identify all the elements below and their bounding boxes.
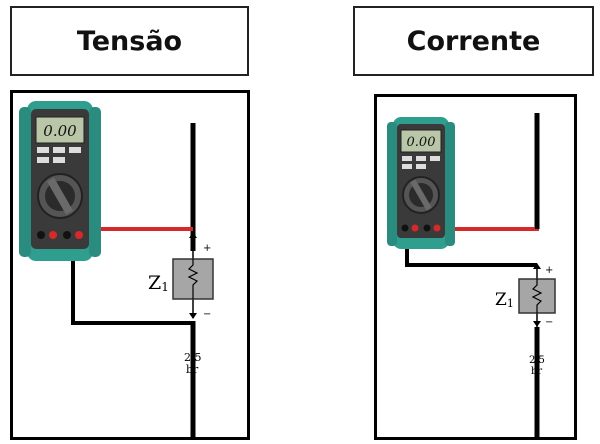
title-tensao: Tensão (10, 6, 249, 76)
red-probe-wire (449, 113, 539, 231)
plus-sign: + (203, 243, 211, 254)
plus-sign: + (545, 265, 553, 276)
black-probe-wire (71, 233, 193, 325)
lcd-screen (35, 116, 85, 144)
multimeter: 0.00 (19, 101, 101, 261)
wire-gauge-unit: br (186, 363, 199, 376)
panel-corrente: + − Z1 2,5 br 0.00 (374, 94, 577, 440)
minus-sign: − (203, 309, 211, 320)
component-label: Z1 (148, 272, 169, 294)
voltage-circuit-diagram: + − Z1 2,5 br 0.00 (19, 101, 214, 438)
minus-sign: − (545, 317, 553, 328)
lcd-display: 0.00 (43, 122, 77, 140)
wire-gauge-value: 2,5 (529, 355, 545, 366)
panel-tensao: + − Z1 2,5 br 0.00 (10, 90, 250, 440)
multimeter: 0.00 (387, 117, 455, 249)
component-label: Z1 (495, 290, 514, 310)
title-corrente: Corrente (353, 6, 594, 76)
lcd-screen (400, 129, 442, 153)
lcd-display: 0.00 (407, 135, 436, 150)
wire-gauge-unit: br (531, 366, 542, 377)
current-circuit-diagram: + − Z1 2,5 br 0.00 (387, 113, 556, 439)
wire-gauge-value: 2,5 (184, 351, 202, 364)
